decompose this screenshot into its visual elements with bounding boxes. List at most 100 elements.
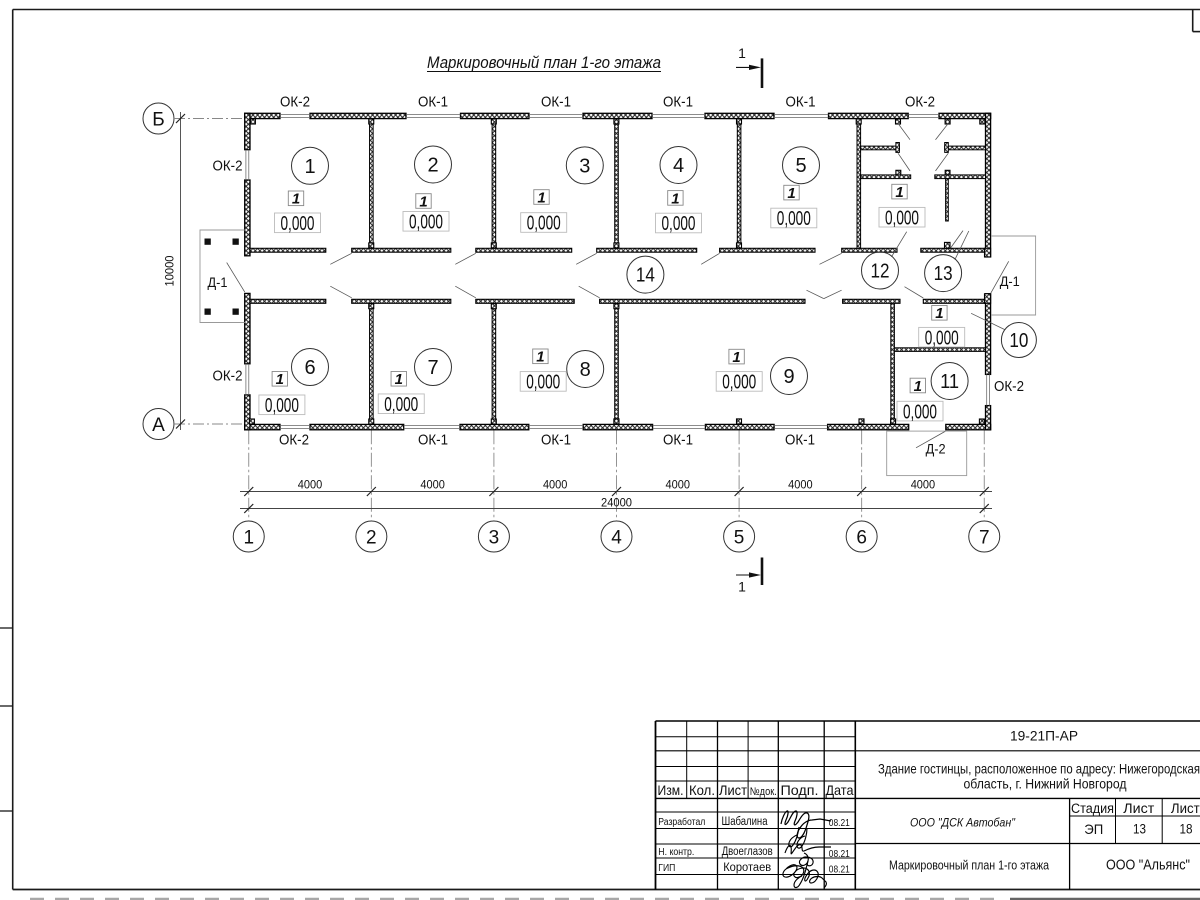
svg-text:5: 5 bbox=[795, 155, 806, 177]
svg-text:0,000: 0,000 bbox=[777, 208, 811, 230]
svg-text:Дата: Дата bbox=[826, 782, 854, 798]
svg-text:1: 1 bbox=[671, 190, 679, 207]
svg-text:1: 1 bbox=[895, 184, 903, 201]
svg-text:Лист: Лист bbox=[1123, 801, 1154, 816]
svg-text:2: 2 bbox=[366, 527, 377, 548]
svg-text:Д-2: Д-2 bbox=[926, 442, 946, 457]
svg-text:Маркировочный план 1-го этажа: Маркировочный план 1-го этажа bbox=[889, 858, 1050, 873]
svg-text:ОК-1: ОК-1 bbox=[541, 433, 571, 449]
svg-text:Маркировочный план 1-го этажа: Маркировочный план 1-го этажа bbox=[427, 54, 661, 72]
svg-text:14: 14 bbox=[636, 265, 655, 287]
svg-text:ОК-2: ОК-2 bbox=[905, 95, 935, 111]
svg-text:1: 1 bbox=[292, 191, 300, 208]
svg-text:область, г. Нижний Новгород: область, г. Нижний Новгород bbox=[964, 775, 1127, 791]
svg-text:Кол.: Кол. bbox=[689, 782, 715, 798]
svg-text:Шабалина: Шабалина bbox=[722, 816, 768, 828]
svg-text:08.21: 08.21 bbox=[829, 848, 850, 860]
svg-text:0,000: 0,000 bbox=[409, 212, 443, 234]
svg-text:8: 8 bbox=[580, 359, 591, 381]
svg-text:4000: 4000 bbox=[298, 478, 323, 492]
svg-text:ОК-2: ОК-2 bbox=[213, 159, 243, 175]
svg-text:18: 18 bbox=[1180, 821, 1193, 837]
svg-text:Разработал: Разработал bbox=[658, 816, 705, 828]
svg-text:А: А bbox=[152, 415, 165, 436]
svg-text:7: 7 bbox=[979, 527, 990, 548]
svg-text:9: 9 bbox=[783, 366, 794, 388]
svg-text:ООО "ДСК Автобан": ООО "ДСК Автобан" bbox=[910, 816, 1016, 830]
svg-text:Д-1: Д-1 bbox=[208, 275, 228, 290]
svg-text:11: 11 bbox=[940, 371, 959, 393]
svg-text:ОК-1: ОК-1 bbox=[418, 433, 448, 449]
svg-text:4: 4 bbox=[673, 155, 684, 177]
svg-text:3: 3 bbox=[489, 527, 500, 548]
svg-text:ООО "Альянс": ООО "Альянс" bbox=[1106, 858, 1190, 874]
svg-text:№док.: №док. bbox=[750, 786, 777, 798]
svg-text:Д-1: Д-1 bbox=[1000, 274, 1020, 289]
svg-text:ГИП: ГИП bbox=[658, 863, 675, 874]
svg-text:Коротаев: Коротаев bbox=[723, 862, 771, 874]
svg-text:Стадия: Стадия bbox=[1071, 801, 1114, 816]
svg-text:4000: 4000 bbox=[666, 478, 691, 492]
svg-text:12: 12 bbox=[871, 261, 890, 283]
svg-text:Б: Б bbox=[152, 110, 164, 131]
svg-text:0,000: 0,000 bbox=[925, 327, 959, 349]
svg-text:13: 13 bbox=[1133, 821, 1146, 837]
svg-text:19-21П-АР: 19-21П-АР bbox=[1010, 728, 1078, 744]
svg-text:1: 1 bbox=[738, 45, 746, 61]
svg-text:ОК-1: ОК-1 bbox=[786, 95, 816, 111]
svg-text:6: 6 bbox=[856, 527, 867, 548]
svg-text:2: 2 bbox=[427, 155, 438, 177]
svg-text:4: 4 bbox=[611, 527, 622, 548]
svg-text:0,000: 0,000 bbox=[885, 207, 919, 229]
svg-text:ОК-2: ОК-2 bbox=[213, 369, 243, 385]
svg-text:1: 1 bbox=[732, 349, 740, 366]
svg-text:0,000: 0,000 bbox=[722, 372, 756, 394]
svg-text:0,000: 0,000 bbox=[265, 395, 299, 417]
svg-text:1: 1 bbox=[787, 185, 795, 202]
svg-text:Изм.: Изм. bbox=[658, 782, 684, 798]
svg-text:ОК-1: ОК-1 bbox=[663, 433, 693, 449]
svg-text:ОК-2: ОК-2 bbox=[279, 433, 309, 449]
svg-text:Двоеглазов: Двоеглазов bbox=[722, 846, 773, 858]
svg-text:08.21: 08.21 bbox=[829, 864, 850, 876]
svg-text:ОК-2: ОК-2 bbox=[994, 379, 1024, 395]
svg-text:7: 7 bbox=[427, 357, 438, 379]
svg-text:ОК-2: ОК-2 bbox=[280, 95, 310, 111]
svg-text:0,000: 0,000 bbox=[384, 394, 418, 416]
svg-text:Лист: Лист bbox=[719, 782, 748, 798]
svg-text:24000: 24000 bbox=[601, 496, 632, 510]
svg-text:08.21: 08.21 bbox=[829, 817, 850, 829]
svg-text:3: 3 bbox=[579, 155, 590, 177]
svg-text:6: 6 bbox=[304, 357, 315, 379]
svg-text:Подп.: Подп. bbox=[781, 782, 819, 798]
svg-text:4000: 4000 bbox=[420, 478, 445, 492]
svg-text:1: 1 bbox=[243, 527, 254, 548]
svg-text:ОК-1: ОК-1 bbox=[785, 433, 815, 449]
svg-text:1: 1 bbox=[304, 156, 315, 178]
svg-text:0,000: 0,000 bbox=[903, 401, 937, 423]
svg-text:13: 13 bbox=[934, 263, 953, 285]
svg-text:Листов: Листов bbox=[1171, 801, 1200, 816]
svg-text:5: 5 bbox=[734, 527, 745, 548]
svg-text:1: 1 bbox=[537, 189, 545, 206]
svg-text:1: 1 bbox=[395, 371, 403, 388]
svg-text:1: 1 bbox=[536, 349, 544, 366]
svg-text:0,000: 0,000 bbox=[662, 213, 696, 235]
svg-text:1: 1 bbox=[738, 579, 746, 595]
svg-text:Здание гостинцы, расположенное: Здание гостинцы, расположенное по адресу… bbox=[878, 760, 1200, 776]
svg-text:0,000: 0,000 bbox=[527, 213, 561, 235]
svg-text:10000: 10000 bbox=[163, 255, 177, 286]
svg-text:1: 1 bbox=[276, 371, 284, 388]
svg-text:ОК-1: ОК-1 bbox=[418, 95, 448, 111]
svg-text:10: 10 bbox=[1009, 330, 1028, 352]
svg-text:1: 1 bbox=[419, 193, 427, 210]
svg-text:ОК-1: ОК-1 bbox=[663, 95, 693, 111]
svg-text:ЭП: ЭП bbox=[1084, 821, 1103, 837]
svg-text:1: 1 bbox=[914, 378, 922, 395]
svg-text:0,000: 0,000 bbox=[281, 213, 315, 235]
svg-text:Н. контр.: Н. контр. bbox=[658, 847, 694, 858]
svg-text:1: 1 bbox=[935, 305, 943, 322]
svg-text:ОК-1: ОК-1 bbox=[541, 95, 571, 111]
svg-text:0,000: 0,000 bbox=[526, 372, 560, 394]
svg-text:4000: 4000 bbox=[788, 478, 813, 492]
